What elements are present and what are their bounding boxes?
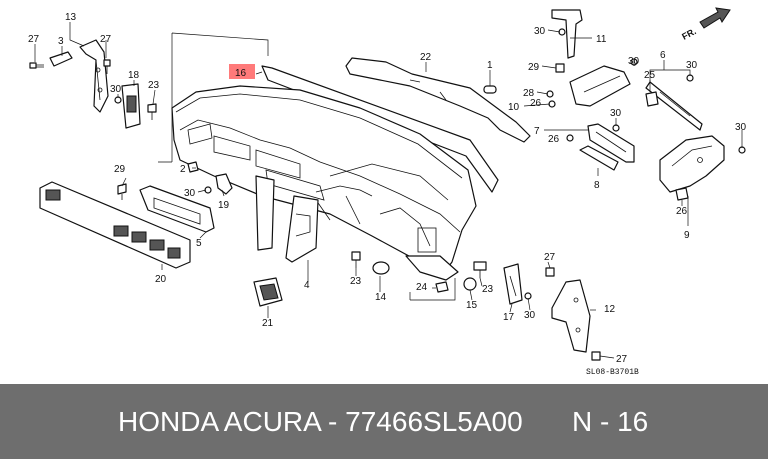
part-21-vent — [253, 277, 283, 307]
assembly-boundary — [158, 32, 456, 301]
part-27-screw-c — [545, 267, 555, 277]
callout-30a: 30 — [110, 84, 122, 95]
part-20-trim-panel — [39, 181, 191, 269]
part-13-bracket — [79, 39, 109, 113]
callout-18: 18 — [128, 70, 140, 81]
part-8-bracket — [579, 145, 619, 171]
drawing-reference: SL08-B3701B — [586, 368, 639, 377]
callout-19: 19 — [218, 200, 230, 211]
parts-diagram: 27 13 3 27 18 30 23 16 22 1 30 11 29 28 … — [28, 7, 747, 377]
callout-27a: 27 — [28, 34, 40, 45]
part-1-bulb — [483, 85, 497, 94]
callout-29a: 29 — [528, 62, 540, 73]
part-6-support-rod — [645, 81, 703, 131]
part-25-clip — [645, 91, 659, 107]
callout-10: 10 — [508, 102, 520, 113]
callout-30e: 30 — [610, 108, 622, 119]
part-26-clip-c — [675, 187, 689, 201]
callout-26c: 26 — [676, 206, 688, 217]
callout-14: 14 — [375, 292, 387, 303]
callout-30h: 30 — [524, 310, 536, 321]
callout-labels: 27 13 3 27 18 30 23 16 22 1 30 11 29 28 … — [28, 12, 747, 377]
callout-11: 11 — [596, 34, 607, 45]
part-26-clip-b — [566, 134, 574, 142]
callout-30d: 30 — [686, 60, 698, 71]
part-9-bracket — [659, 135, 725, 193]
callout-13: 13 — [65, 12, 77, 23]
part-5-duct — [139, 185, 215, 233]
part-23-screw-a — [147, 103, 157, 120]
part-3-clip — [49, 51, 73, 67]
callout-27c: 27 — [544, 252, 556, 263]
callout-5: 5 — [196, 238, 202, 249]
callout-21: 21 — [262, 318, 274, 329]
callout-26a: 26 — [530, 98, 542, 109]
callout-26b: 26 — [548, 134, 560, 145]
callout-27b: 27 — [100, 34, 112, 45]
callout-16-highlight — [229, 64, 255, 79]
callout-16: 16 — [235, 68, 247, 79]
callout-30f: 30 — [735, 122, 747, 133]
callout-25: 25 — [644, 70, 656, 81]
part-27-screw-upper — [103, 59, 111, 74]
callout-17: 17 — [503, 312, 515, 323]
part-29-screw-a — [555, 63, 565, 73]
part-2-clip — [187, 161, 199, 173]
callout-3: 3 — [58, 36, 64, 47]
front-direction-label: FR. — [680, 26, 697, 42]
callout-23b: 23 — [350, 276, 362, 287]
callout-30b: 30 — [534, 26, 546, 37]
footer-bar: HONDA ACURA - 77466SL5A00 N - 16 — [0, 384, 768, 459]
callout-24: 24 — [416, 282, 428, 293]
part-24-clip — [435, 281, 449, 293]
callout-22: 22 — [420, 52, 432, 63]
callout-23c: 23 — [482, 284, 494, 295]
front-direction-arrow — [699, 7, 731, 29]
part-19-clip — [215, 173, 233, 195]
callout-9: 9 — [684, 230, 690, 241]
part-23-screw-c — [473, 261, 487, 278]
part-12-bracket — [551, 279, 591, 353]
callout-12: 12 — [604, 304, 616, 315]
callout-8: 8 — [594, 180, 600, 191]
callout-23a: 23 — [148, 80, 160, 91]
part-22-panel — [345, 57, 531, 143]
callout-30c: 30 — [628, 56, 640, 67]
part-4-dashboard — [171, 85, 477, 281]
part-15-knob — [463, 277, 477, 291]
callout-1: 1 — [487, 60, 493, 71]
callout-15: 15 — [466, 300, 478, 311]
diagram-canvas: 27 13 3 27 18 30 23 16 22 1 30 11 29 28 … — [28, 7, 747, 377]
callout-28: 28 — [523, 88, 535, 99]
callout-2: 2 — [180, 164, 186, 175]
part-29-screw-b — [117, 183, 127, 200]
part-14-knob — [372, 261, 390, 275]
part-7-bracket — [587, 123, 635, 163]
callout-27d: 27 — [616, 354, 628, 365]
part-number-title: HONDA ACURA - 77466SL5A00 — [118, 406, 523, 437]
part-18-switch — [121, 83, 141, 129]
callout-6: 6 — [660, 50, 666, 61]
part-17-bracket — [503, 263, 523, 305]
part-23-screw-b — [351, 251, 361, 268]
callout-20: 20 — [155, 274, 167, 285]
leader-lines — [34, 22, 743, 359]
part-27-screw-left — [29, 62, 44, 69]
callout-30g: 30 — [184, 188, 196, 199]
part-10-bracket — [569, 65, 631, 107]
part-11-bracket — [551, 9, 583, 59]
part-27-screw-d — [591, 351, 601, 361]
callout-29b: 29 — [114, 164, 126, 175]
callout-7: 7 — [534, 126, 540, 137]
callout-4: 4 — [304, 280, 310, 291]
position-label: N - 16 — [572, 406, 649, 437]
